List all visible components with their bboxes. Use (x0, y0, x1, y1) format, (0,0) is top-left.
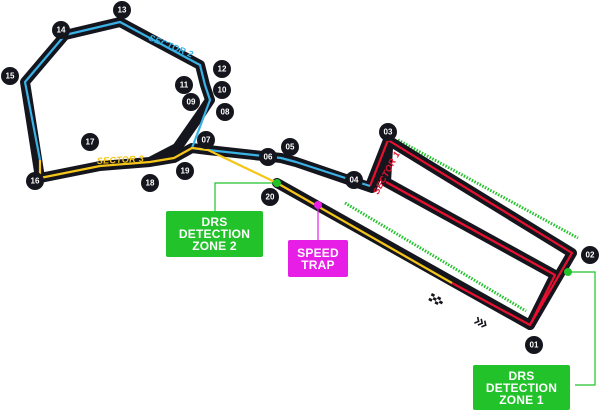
svg-text:09: 09 (187, 98, 196, 107)
turn-badge-14: 14 (52, 21, 70, 39)
svg-text:02: 02 (586, 251, 595, 260)
turn-badge-08: 08 (216, 103, 234, 121)
svg-text:07: 07 (202, 136, 211, 145)
drs-detection-zone-1-box: DRS DETECTION ZONE 1 (473, 365, 570, 410)
direction-chevrons-icon (474, 316, 487, 328)
speed-trap-marker (314, 201, 322, 209)
svg-text:08: 08 (221, 108, 230, 117)
svg-text:05: 05 (286, 143, 295, 152)
turn-badge-19: 19 (176, 162, 194, 180)
drs-zone-2-line (344, 201, 527, 313)
drs-zone-2-line1: DRS (201, 215, 228, 229)
sector-3-line (38, 146, 453, 284)
drs-zone-1-line1: DRS (508, 368, 535, 383)
svg-text:14: 14 (57, 26, 66, 35)
drs-detection-1-marker (564, 268, 572, 276)
drs-zone-2-line2: DETECTION (178, 227, 251, 241)
svg-text:15: 15 (6, 72, 15, 81)
speed-trap-box: SPEED TRAP (288, 240, 348, 277)
drs-zone-1-line2: DETECTION (485, 380, 558, 395)
svg-text:12: 12 (218, 65, 227, 74)
drs-detection-zone-2-box: DRS DETECTION ZONE 2 (166, 211, 263, 257)
turn-badge-04: 04 (345, 171, 363, 189)
svg-text:01: 01 (530, 341, 539, 350)
svg-text:06: 06 (264, 153, 273, 162)
svg-text:18: 18 (146, 179, 155, 188)
drs-detection-1-connector (568, 271, 596, 386)
drs-zone-2-line3: ZONE 2 (192, 239, 237, 253)
sector-3-label: SECTOR 3 (97, 154, 145, 166)
svg-text:04: 04 (350, 176, 359, 185)
svg-text:20: 20 (266, 193, 275, 202)
turn-badge-20: 20 (261, 188, 279, 206)
speed-trap-line1: SPEED (297, 245, 339, 260)
turn-badge-13: 13 (113, 1, 131, 19)
sector-1-line (368, 138, 574, 327)
turn-badge-02: 02 (581, 246, 599, 264)
turn-badge-09: 09 (182, 93, 200, 111)
turn-badge-11: 11 (175, 76, 193, 94)
checkered-flag-icon (428, 293, 445, 307)
turn-badge-10: 10 (213, 81, 231, 99)
svg-text:11: 11 (180, 81, 189, 90)
svg-text:13: 13 (118, 6, 127, 15)
turn-badge-16: 16 (26, 172, 44, 190)
turn-badge-12: 12 (213, 60, 231, 78)
turn-badge-17: 17 (81, 133, 99, 151)
turn-badge-03: 03 (379, 123, 397, 141)
turn-badge-15: 15 (1, 67, 19, 85)
svg-text:10: 10 (218, 86, 227, 95)
turn-badge-05: 05 (281, 138, 299, 156)
turn-badge-06: 06 (259, 148, 277, 166)
svg-text:03: 03 (384, 128, 393, 137)
turn-badge-07: 07 (197, 131, 215, 149)
speed-trap-line2: TRAP (301, 257, 335, 272)
svg-text:17: 17 (86, 138, 95, 147)
drs-detection-2-connector (214, 182, 277, 211)
svg-text:16: 16 (31, 177, 40, 186)
drs-detection-2-marker (273, 179, 281, 187)
drs-zone-1-line3: ZONE 1 (499, 392, 544, 407)
turn-badge-18: 18 (141, 174, 159, 192)
drs-zone-1-line (397, 138, 579, 240)
turn-badge-01: 01 (525, 336, 543, 354)
svg-text:19: 19 (181, 167, 190, 176)
